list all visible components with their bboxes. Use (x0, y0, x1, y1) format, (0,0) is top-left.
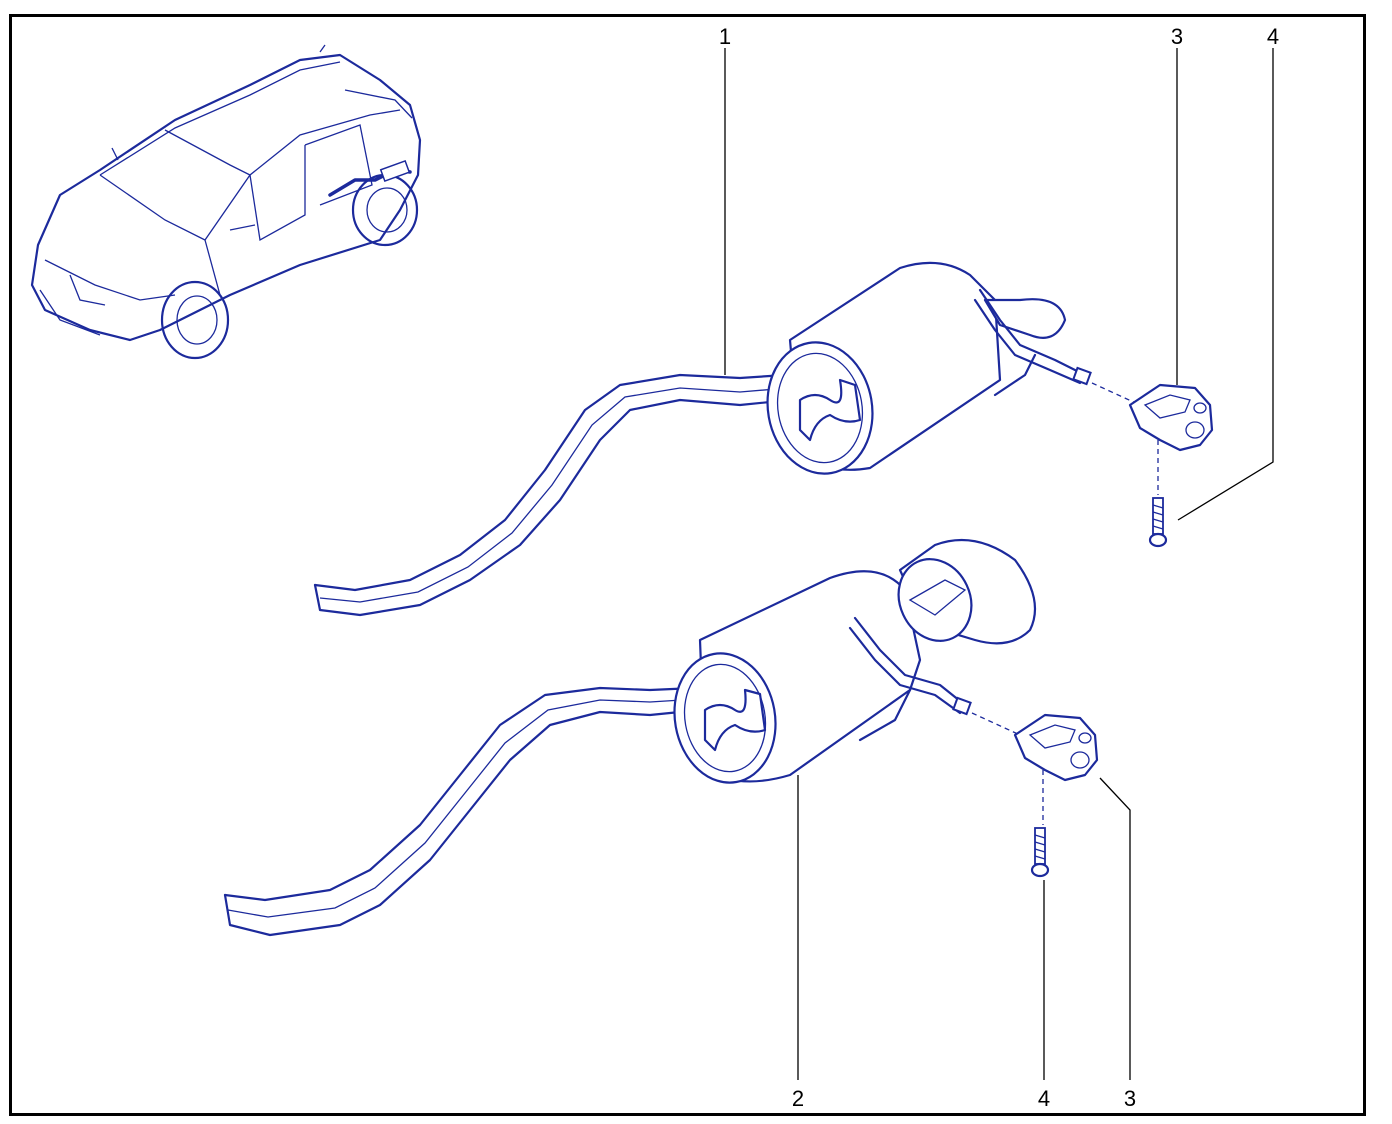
diagram-frame (9, 14, 1366, 1116)
callout-3-top: 3 (1171, 24, 1183, 49)
callout-4-bottom: 4 (1038, 1086, 1050, 1111)
mounting-bracket-lower (1013, 713, 1099, 825)
callout-labels: 1 3 4 2 4 3 (719, 24, 1279, 1111)
callout-2: 2 (792, 1086, 804, 1111)
leader-3-bottom (1099, 777, 1131, 1080)
exhaust-assembly-lower (223, 538, 1037, 937)
leader-4-top (1177, 48, 1274, 521)
bolt-upper (1148, 497, 1168, 548)
exhaust-assembly-upper (313, 261, 1141, 617)
callout-4-top: 4 (1267, 24, 1279, 49)
callout-3-bottom: 3 (1124, 1086, 1136, 1111)
mounting-bracket-upper (1128, 383, 1214, 495)
callout-1: 1 (719, 24, 731, 49)
leader-lines (724, 48, 1274, 1080)
bolt-lower (1030, 827, 1050, 878)
vehicle-locator-illustration (30, 44, 422, 360)
